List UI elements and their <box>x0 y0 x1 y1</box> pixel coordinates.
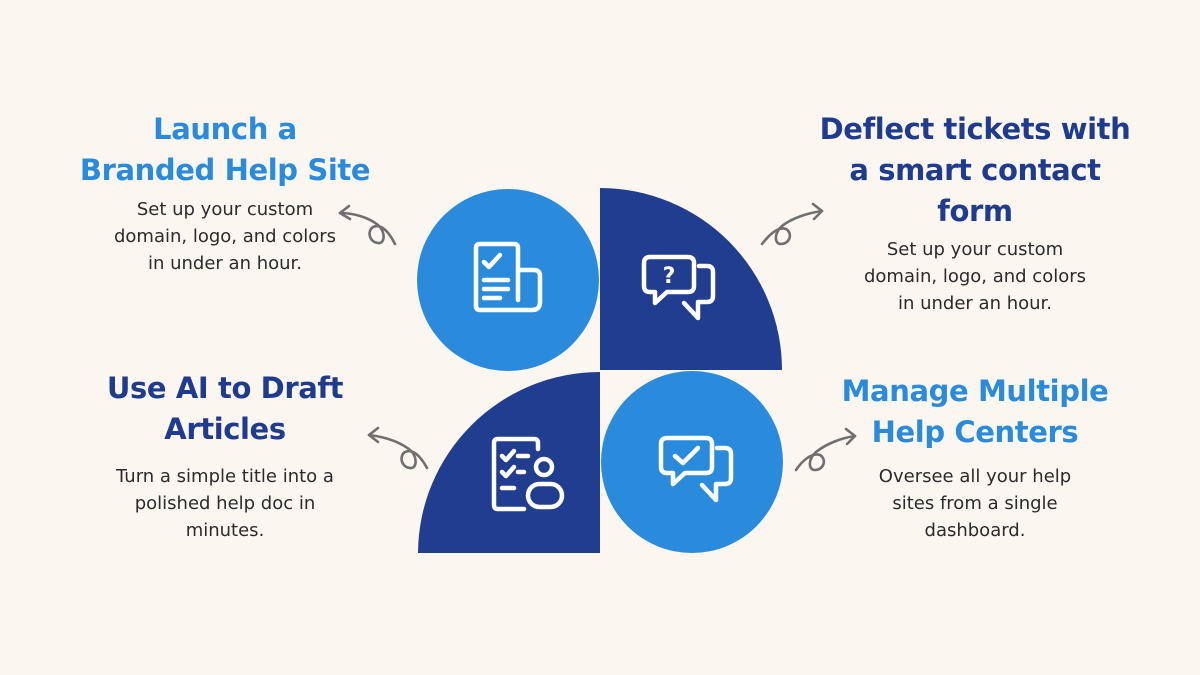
feature-description: Set up your custom domain, logo, and col… <box>113 199 337 274</box>
document-check-icon <box>473 241 543 313</box>
quarter-bottom-left <box>418 372 600 553</box>
feature-description: Turn a simple title into a polished help… <box>116 466 334 541</box>
feature-description: Oversee all your help sites from a singl… <box>878 466 1072 541</box>
checklist-user-icon <box>491 436 565 512</box>
feature-description: Set up your custom domain, logo, and col… <box>863 239 1087 314</box>
feature-top-right: Deflect tickets with a smart contact for… <box>810 109 1140 317</box>
feature-title: Deflect tickets with a smart contact for… <box>819 112 1131 228</box>
feature-title: Use AI to Draft Articles <box>106 371 344 446</box>
feature-title: Manage Multiple Help Centers <box>841 374 1109 449</box>
arrow-bottom-right <box>794 427 857 472</box>
feature-bottom-left: Use AI to Draft Articles Turn a simple t… <box>60 368 390 544</box>
chat-question-icon <box>641 254 716 321</box>
feature-title: Launch a Branded Help Site <box>79 112 371 187</box>
arrow-top-left <box>338 204 397 246</box>
circle-bottom-right <box>601 371 783 553</box>
arrow-top-right <box>760 202 824 246</box>
quarter-top-right <box>600 188 782 370</box>
feature-top-left: Launch a Branded Help Site Set up your c… <box>60 109 390 277</box>
question-mark-glyph: ? <box>663 264 676 289</box>
arrow-bottom-left <box>367 426 429 470</box>
feature-bottom-right: Manage Multiple Help Centers Oversee all… <box>810 371 1140 544</box>
chat-check-icon <box>658 435 734 503</box>
